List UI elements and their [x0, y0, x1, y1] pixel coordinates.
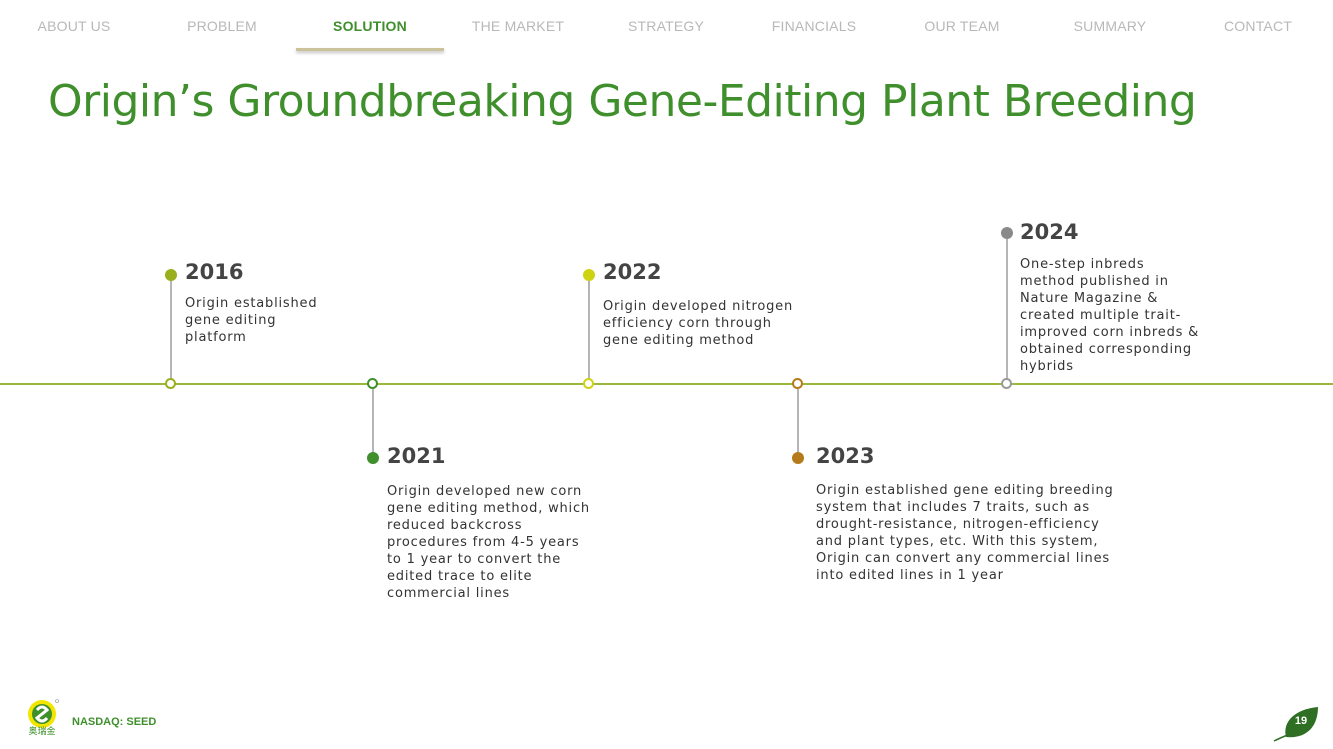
- nav-item-contact[interactable]: CONTACT: [1223, 18, 1293, 34]
- desc-line: gene editing method, which: [387, 501, 590, 516]
- logo-text: 奥瑞金: [28, 725, 55, 736]
- page-title: Origin’s Groundbreaking Gene-Editing Pla…: [48, 76, 1197, 127]
- timeline-stem-2023: [797, 389, 799, 457]
- desc-line: and plant types, etc. With this system,: [816, 534, 1099, 549]
- timeline-stem-2022: [588, 278, 590, 380]
- desc-line: One-step inbreds: [1020, 257, 1145, 272]
- timeline-desc-2022: Origin developed nitrogen efficiency cor…: [603, 298, 833, 349]
- timeline-year-2023: 2023: [816, 444, 875, 468]
- timeline-marker-2021: [367, 378, 378, 389]
- desc-line: Origin established: [185, 296, 318, 311]
- ticker-symbol: NASDAQ: SEED: [72, 716, 157, 728]
- desc-line: procedures from 4-5 years: [387, 535, 580, 550]
- top-navigation: ABOUT US PROBLEM SOLUTION THE MARKET STR…: [0, 0, 1333, 56]
- nav-item-problem[interactable]: PROBLEM: [187, 18, 257, 34]
- origin-seed-logo-icon: 奥瑞金: [28, 699, 59, 736]
- nav-item-financials[interactable]: FINANCIALS: [771, 18, 857, 34]
- timeline-marker-2016: [165, 378, 176, 389]
- timeline-marker-2022: [583, 378, 594, 389]
- timeline-desc-2021: Origin developed new corn gene editing m…: [387, 483, 617, 602]
- timeline-year-2016: 2016: [185, 260, 244, 284]
- desc-line: reduced backcross: [387, 518, 523, 533]
- desc-line: created multiple trait-: [1020, 308, 1182, 323]
- page-number: 19: [1294, 715, 1308, 727]
- timeline-marker-2023: [792, 378, 803, 389]
- timeline-dot-2016: [165, 269, 177, 281]
- nav-item-strategy[interactable]: STRATEGY: [627, 18, 705, 34]
- desc-line: Origin developed new corn: [387, 484, 583, 499]
- timeline-dot-2021: [367, 452, 379, 464]
- nav-item-solution[interactable]: SOLUTION: [333, 18, 407, 34]
- desc-line: obtained corresponding: [1020, 342, 1192, 357]
- desc-line: to 1 year to convert the: [387, 552, 562, 567]
- desc-line: edited trace to elite: [387, 569, 533, 584]
- desc-line: Origin can convert any commercial lines: [816, 551, 1110, 566]
- desc-line: improved corn inbreds &: [1020, 325, 1200, 340]
- timeline-dot-2024: [1001, 227, 1013, 239]
- nav-item-summary[interactable]: SUMMARY: [1073, 18, 1147, 34]
- desc-line: method published in: [1020, 274, 1169, 289]
- timeline-year-2022: 2022: [603, 260, 662, 284]
- timeline-marker-2024: [1001, 378, 1012, 389]
- timeline-dot-2022: [583, 269, 595, 281]
- desc-line: into edited lines in 1 year: [816, 568, 1004, 583]
- nav-item-about-us[interactable]: ABOUT US: [37, 18, 111, 34]
- desc-line: Origin established gene editing breeding: [816, 483, 1114, 498]
- desc-line: Nature Magazine &: [1020, 291, 1159, 306]
- timeline-year-2021: 2021: [387, 444, 446, 468]
- desc-line: hybrids: [1020, 359, 1074, 374]
- nav-item-our-team[interactable]: OUR TEAM: [924, 18, 1000, 34]
- timeline-axis: [0, 383, 1333, 385]
- desc-line: gene editing: [185, 313, 277, 328]
- timeline-year-2024: 2024: [1020, 220, 1079, 244]
- timeline-desc-2024: One-step inbreds method published in Nat…: [1020, 256, 1240, 375]
- leaf-icon: [1273, 707, 1318, 742]
- timeline-stem-2016: [170, 278, 172, 380]
- desc-line: system that includes 7 traits, such as: [816, 500, 1090, 515]
- timeline-stem-2021: [372, 389, 374, 457]
- desc-line: efficiency corn through: [603, 316, 772, 331]
- timeline-desc-2023: Origin established gene editing breeding…: [816, 482, 1156, 584]
- timeline-stem-2024: [1006, 238, 1008, 380]
- nav-item-the-market[interactable]: THE MARKET: [471, 18, 565, 34]
- active-tab-indicator: [296, 48, 444, 51]
- timeline-desc-2016: Origin established gene editing platform: [185, 295, 355, 346]
- desc-line: gene editing method: [603, 333, 755, 348]
- desc-line: commercial lines: [387, 586, 510, 601]
- desc-line: drought-resistance, nitrogen-efficiency: [816, 517, 1100, 532]
- desc-line: platform: [185, 330, 247, 345]
- desc-line: Origin developed nitrogen: [603, 299, 794, 314]
- timeline-dot-2023: [792, 452, 804, 464]
